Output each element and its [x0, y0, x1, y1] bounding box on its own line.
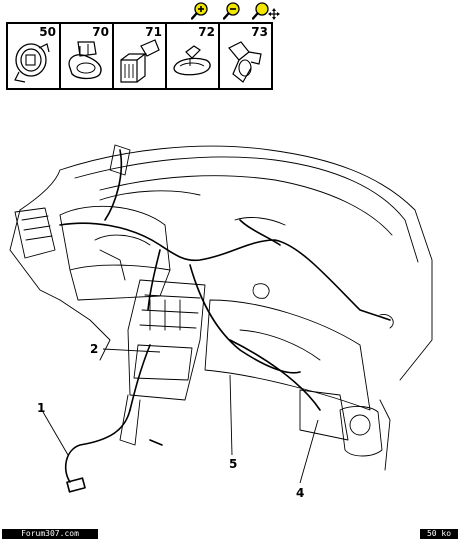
dashboard-wiring-diagram — [9, 144, 433, 493]
part-72[interactable]: 72 — [165, 22, 220, 90]
part-number: 73 — [251, 25, 268, 39]
part-number: 72 — [198, 25, 215, 39]
clip-50-icon — [14, 43, 50, 83]
zoom-in-icon[interactable] — [191, 2, 209, 20]
part-number: 70 — [92, 25, 109, 39]
glovebox — [204, 299, 371, 411]
callout-1: 1 — [37, 401, 46, 415]
clip-71-icon — [120, 39, 160, 83]
part-number: 50 — [39, 25, 56, 39]
callout-4: 4 — [296, 486, 305, 500]
footer-site-label: Forum307.com — [2, 529, 98, 539]
part-number: 71 — [145, 25, 162, 39]
clip-72-icon — [173, 45, 211, 76]
clip-73-icon — [228, 41, 262, 83]
zoom-pan-icon[interactable] — [252, 2, 280, 20]
toolbar — [0, 0, 458, 22]
dashboard-top-outline — [59, 145, 433, 381]
main-harness — [59, 222, 391, 321]
parts-strip: 50 70 71 72 — [6, 22, 273, 90]
center-stack — [127, 279, 206, 401]
harness-lead-1 — [64, 409, 131, 483]
instrument-binnacle — [59, 205, 171, 271]
left-vent — [14, 207, 56, 259]
part-73[interactable]: 73 — [218, 22, 273, 90]
clip-70-icon — [68, 41, 102, 80]
zoom-out-icon[interactable] — [223, 2, 241, 20]
part-70[interactable]: 70 — [59, 22, 114, 90]
part-50[interactable]: 50 — [6, 22, 61, 90]
footer-size-label: 50 ko — [420, 529, 458, 539]
callout-5: 5 — [229, 457, 238, 471]
callout-2: 2 — [90, 342, 99, 356]
part-71[interactable]: 71 — [112, 22, 167, 90]
